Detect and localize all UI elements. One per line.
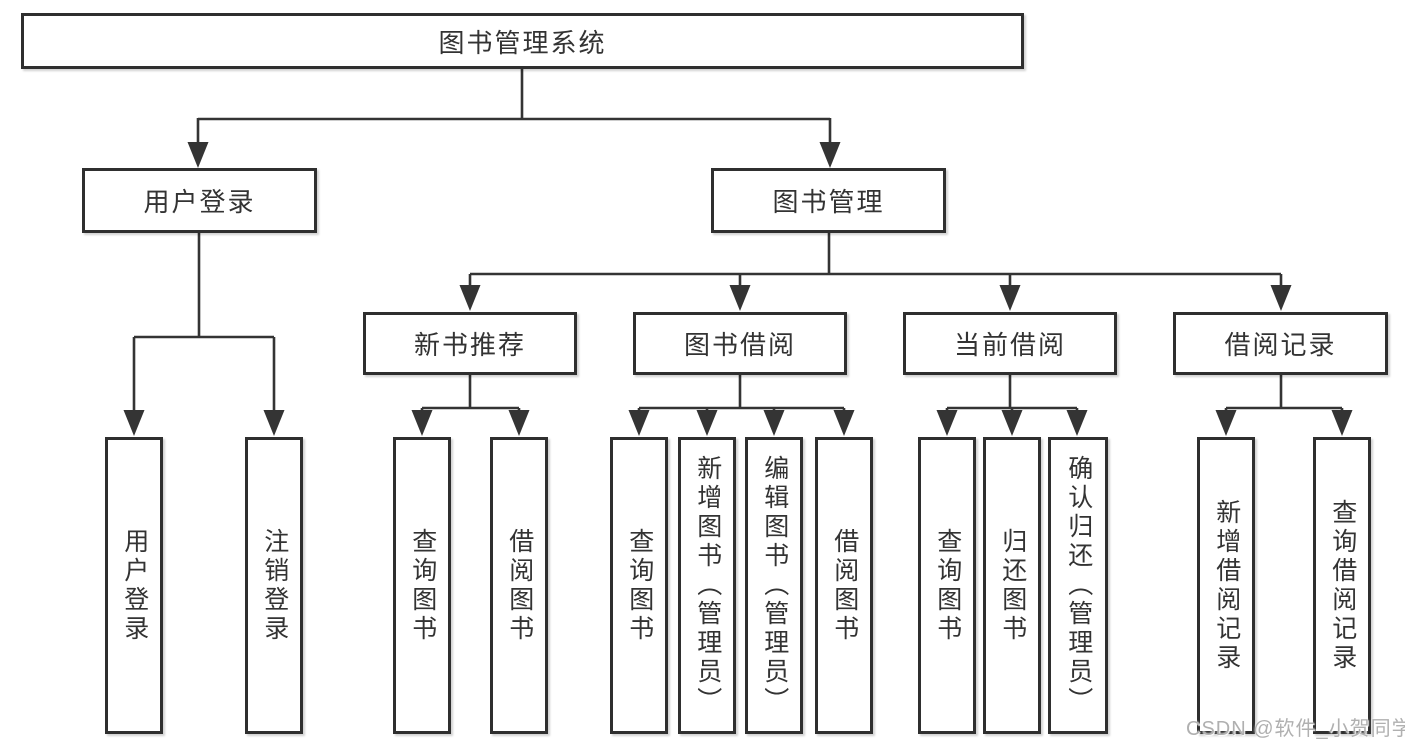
arrowhead-borrow-query <box>628 410 650 436</box>
node-new-book-recommend: 新书推荐 <box>363 312 577 375</box>
node-book-mgmt-branch-label: 图书管理 <box>772 187 885 217</box>
leaf-current-return-books-label: 归还图书 <box>998 527 1027 644</box>
arrowhead-current-borrow <box>999 285 1021 311</box>
arrowhead-book-borrow <box>729 285 751 311</box>
arrowhead-records-add <box>1215 410 1237 436</box>
arrowhead-borrow-borrow <box>833 410 855 436</box>
leaf-logout-label: 注销登录 <box>260 527 289 644</box>
connector-records-group <box>1224 374 1344 413</box>
leaf-borrow-query-books-label: 查询图书 <box>625 527 654 644</box>
arrowhead-borrow-edit <box>763 410 785 436</box>
node-book-borrow-label: 图书借阅 <box>683 330 796 360</box>
leaf-user-login-label: 用户登录 <box>120 527 149 644</box>
leaf-records-query-label: 查询借阅记录 <box>1328 498 1357 673</box>
arrowhead-records-query <box>1331 410 1353 436</box>
leaf-borrow-add-books: 新增图书（管理员） <box>678 437 736 734</box>
arrowhead-borrow-records <box>1270 285 1292 311</box>
node-book-borrow: 图书借阅 <box>633 312 847 375</box>
arrowhead-current-return <box>1001 410 1023 436</box>
arrowhead-leaf-user-login <box>123 410 145 436</box>
leaf-rec-borrow-books: 借阅图书 <box>490 437 548 734</box>
leaf-records-query: 查询借阅记录 <box>1313 437 1371 734</box>
connector-root-to-level2 <box>198 67 830 121</box>
arrowhead-rec-borrow <box>508 410 530 436</box>
leaf-records-add-label: 新增借阅记录 <box>1212 498 1241 673</box>
leaf-current-query-books-label: 查询图书 <box>933 527 962 644</box>
node-new-book-recommend-label: 新书推荐 <box>413 330 526 360</box>
leaf-rec-query-books: 查询图书 <box>393 437 451 734</box>
node-user-login-branch-label: 用户登录 <box>143 187 256 217</box>
arrowhead-book-mgmt <box>819 142 841 168</box>
leaf-records-add: 新增借阅记录 <box>1197 437 1255 734</box>
arrowhead-user-login <box>187 142 209 168</box>
arrowhead-new-book-rec <box>459 285 481 311</box>
leaf-rec-query-books-label: 查询图书 <box>408 527 437 644</box>
leaf-borrow-borrow-books: 借阅图书 <box>815 437 873 734</box>
node-current-borrow-label: 当前借阅 <box>953 330 1066 360</box>
leaf-current-confirm-return-label: 确认归还（管理员） <box>1064 455 1093 716</box>
connector-rec-group <box>420 374 521 413</box>
connector-borrow-group <box>637 374 846 413</box>
connector-current-group <box>945 374 1079 413</box>
node-borrow-records-label: 借阅记录 <box>1224 330 1337 360</box>
arrowhead-leaf-logout <box>263 410 285 436</box>
leaf-borrow-borrow-books-label: 借阅图书 <box>830 527 859 644</box>
leaf-borrow-query-books: 查询图书 <box>610 437 668 734</box>
leaf-logout: 注销登录 <box>245 437 303 734</box>
leaf-current-confirm-return: 确认归还（管理员） <box>1048 437 1108 734</box>
node-current-borrow: 当前借阅 <box>903 312 1117 375</box>
connector-mgmt-to-level3 <box>468 232 1283 288</box>
leaf-current-query-books: 查询图书 <box>918 437 976 734</box>
node-root-system: 图书管理系统 <box>21 13 1024 69</box>
leaf-current-return-books: 归还图书 <box>983 437 1041 734</box>
leaf-borrow-edit-books: 编辑图书（管理员） <box>745 437 803 734</box>
node-book-mgmt-branch: 图书管理 <box>711 168 946 233</box>
arrowhead-current-query <box>936 410 958 436</box>
arrowhead-current-confirm <box>1066 410 1088 436</box>
leaf-user-login: 用户登录 <box>105 437 163 734</box>
leaf-rec-borrow-books-label: 借阅图书 <box>505 527 534 644</box>
node-root-system-label: 图书管理系统 <box>438 27 607 58</box>
csdn-watermark: CSDN @软件_小贺同学 <box>1186 718 1405 740</box>
connector-login-branch <box>132 232 276 412</box>
arrowhead-rec-query <box>411 410 433 436</box>
leaf-borrow-edit-books-label: 编辑图书（管理员） <box>760 455 789 716</box>
leaf-borrow-add-books-label: 新增图书（管理员） <box>693 455 722 716</box>
arrowhead-borrow-add <box>696 410 718 436</box>
node-user-login-branch: 用户登录 <box>82 168 317 233</box>
node-borrow-records: 借阅记录 <box>1173 312 1388 375</box>
